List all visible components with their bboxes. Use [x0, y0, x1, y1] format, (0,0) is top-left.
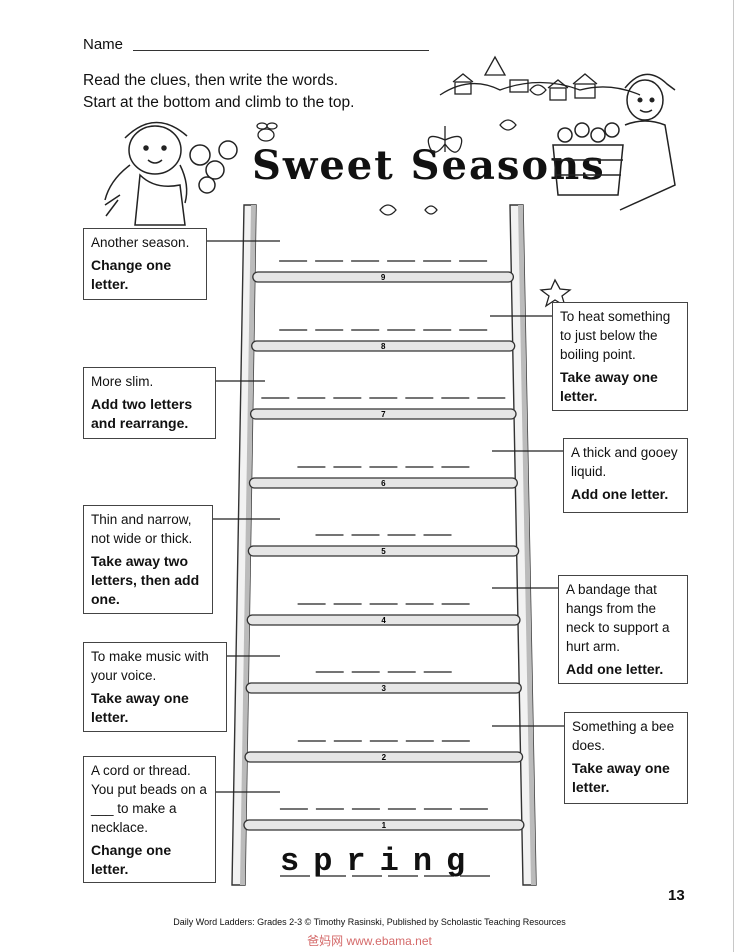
clue-text: A cord or thread. You put beads on a ___… — [91, 763, 207, 835]
star-icon — [539, 278, 572, 308]
rung-number: 7 — [381, 410, 386, 419]
clue-box-1: A cord or thread. You put beads on a ___… — [83, 756, 216, 883]
clue-instruction: Take away one letter. — [572, 760, 670, 795]
instructions-line-2: Start at the bottom and climb to the top… — [83, 94, 355, 111]
rung-number: 2 — [382, 753, 387, 762]
clue-box-8: To heat something to just below the boil… — [552, 302, 688, 411]
clue-box-9: Another season. Change one letter. — [83, 228, 207, 300]
clue-box-7: More slim. Add two letters and rearrange… — [83, 367, 216, 439]
butterfly-illustration — [427, 126, 463, 153]
clue-box-5: Thin and narrow, not wide or thick. Take… — [83, 505, 213, 614]
rung-number: 3 — [381, 684, 386, 693]
rung-number: 4 — [381, 616, 386, 625]
clue-text: A bandage that hangs from the neck to su… — [566, 582, 670, 654]
watermark: 爸妈网 www.ebama.net — [307, 934, 432, 948]
girl-illustration — [104, 121, 238, 226]
ladder-rung — [249, 408, 517, 420]
clue-box-6: A thick and gooey liquid. Add one letter… — [563, 438, 688, 513]
rung-number: 6 — [381, 479, 386, 488]
name-label: Name — [83, 36, 124, 53]
rung-number: 9 — [381, 273, 386, 282]
page-number: 13 — [668, 887, 685, 904]
page-border — [733, 0, 734, 952]
bee-illustration — [256, 122, 278, 142]
clue-box-2: Something a bee does. Take away one lett… — [564, 712, 688, 804]
clue-instruction: Take away one letter. — [91, 690, 189, 725]
clue-text: Another season. — [91, 235, 190, 250]
clue-instruction: Add one letter. — [571, 486, 669, 502]
rung-number: 1 — [382, 821, 387, 830]
instructions-line-1: Read the clues, then write the words. — [83, 72, 339, 89]
clue-text: A thick and gooey liquid. — [571, 445, 678, 479]
ladder-rung — [243, 819, 525, 831]
name-input-line[interactable] — [133, 50, 429, 51]
village-illustration — [379, 55, 641, 216]
rung-number: 5 — [381, 547, 386, 556]
ladder-rung — [246, 614, 521, 626]
clue-instruction: Change one letter. — [91, 257, 172, 292]
worksheet-title: Sweet Seasons — [252, 142, 606, 189]
ladder-rung — [245, 682, 522, 694]
ladder-rung — [252, 271, 515, 283]
ladder-rung — [248, 477, 518, 489]
ladder-rung — [251, 340, 516, 352]
ladder-rail-shading — [240, 205, 536, 885]
instructions: Read the clues, then write the words. St… — [83, 70, 354, 114]
start-word: spring — [280, 843, 480, 880]
clue-text: Something a bee does. — [572, 719, 675, 753]
boy-illustration — [552, 73, 676, 211]
ladder-rung — [244, 751, 524, 763]
clue-text: To make music with your voice. — [91, 649, 209, 683]
rung-number: 8 — [381, 342, 386, 351]
clue-instruction: Change one letter. — [91, 842, 172, 877]
footer-credit: Daily Word Ladders: Grades 2-3 © Timothy… — [173, 917, 566, 927]
clue-box-3: To make music with your voice. Take away… — [83, 642, 227, 732]
clue-box-4: A bandage that hangs from the neck to su… — [558, 575, 688, 684]
clue-instruction: Add two letters and rearrange. — [91, 396, 193, 431]
ladder-rung — [247, 545, 520, 557]
clue-text: To heat something to just below the boil… — [560, 309, 671, 362]
clue-instruction: Take away one letter. — [560, 369, 658, 404]
ladder-rails — [231, 204, 537, 886]
clue-text: Thin and narrow, not wide or thick. — [91, 512, 193, 546]
clue-text: More slim. — [91, 374, 154, 389]
clue-instruction: Take away two letters, then add one. — [91, 553, 200, 607]
clue-instruction: Add one letter. — [566, 661, 664, 677]
